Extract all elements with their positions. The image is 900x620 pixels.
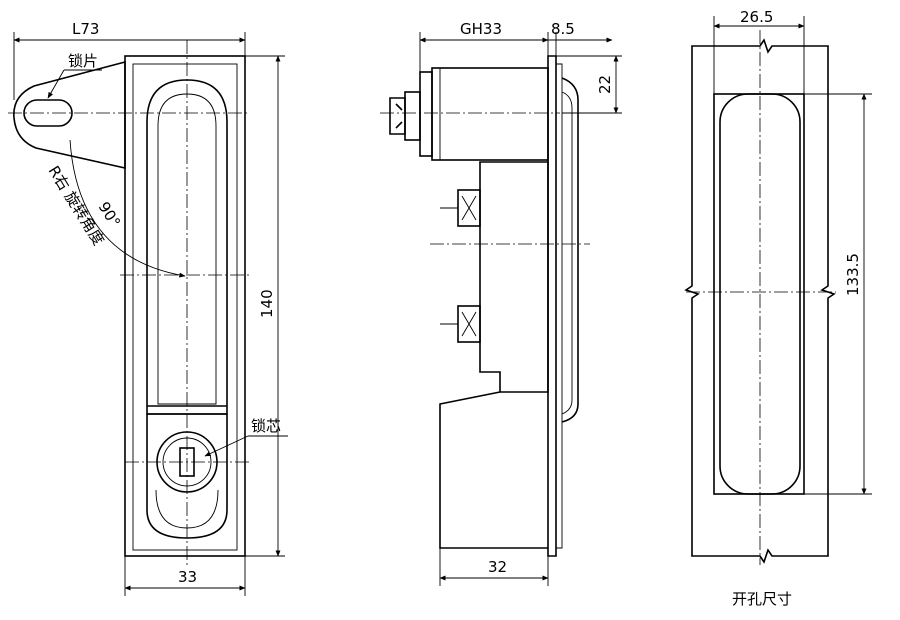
cutout-caption: 开孔尺寸 (732, 590, 792, 608)
dim-133-5: 133.5 (844, 253, 862, 296)
front-body-inner (132, 63, 238, 551)
label-latch: 锁片 (68, 52, 98, 70)
latch-slot (23, 99, 73, 127)
dim-33: 33 (178, 568, 197, 586)
cutout-rect (713, 93, 805, 495)
side-view: GH33 8.5 22 32 (380, 20, 622, 586)
side-nut-top (389, 97, 406, 135)
dim-140: 140 (258, 289, 276, 318)
dim-l73: L73 (72, 20, 99, 38)
front-body (124, 55, 246, 557)
front-view: L73 锁片 90° R右 旋转角度 140 锁芯 33 (8, 20, 288, 596)
side-bolt-lower (440, 305, 481, 343)
side-cylinder (431, 67, 549, 161)
side-faceplate (547, 55, 557, 557)
dim-22: 22 (596, 75, 614, 94)
dim-8-5: 8.5 (551, 20, 575, 38)
side-body (479, 161, 549, 393)
side-bolt-upper (440, 189, 481, 227)
dim-gh33: GH33 (460, 20, 502, 38)
latch-plate (13, 60, 126, 169)
panel-outline (684, 38, 836, 564)
dim-32: 32 (488, 558, 507, 576)
cutout-view: 26.5 133.5 开孔尺寸 (684, 8, 872, 608)
dim-26-5: 26.5 (740, 8, 773, 26)
label-cylinder: 锁芯 (251, 417, 281, 435)
